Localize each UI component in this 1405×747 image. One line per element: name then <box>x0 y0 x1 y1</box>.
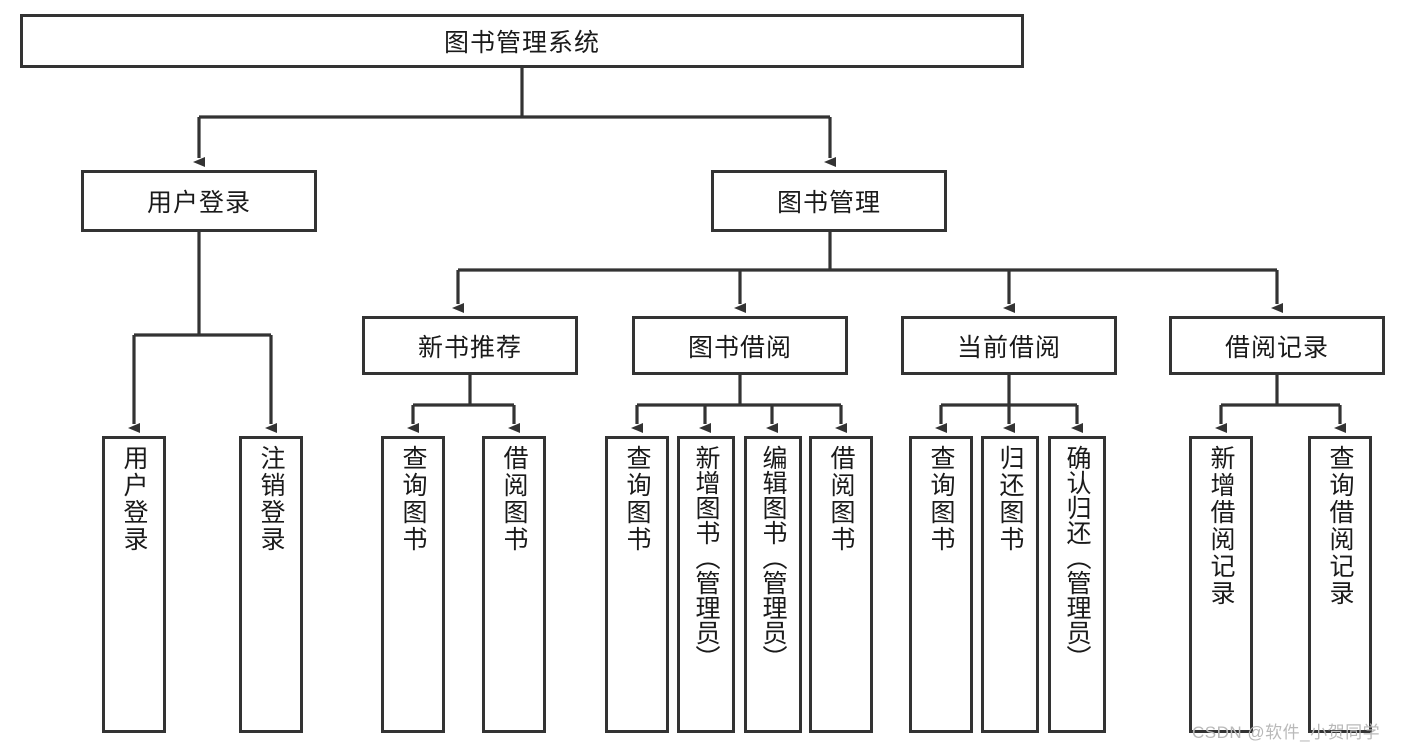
node-label: 查询图书 <box>399 445 427 553</box>
node-label: 当前借阅 <box>956 333 1061 362</box>
node-book-borrowing[interactable]: 图书借阅 <box>632 316 848 375</box>
node-leaf-edit-book-admin[interactable]: 编辑图书（管理员） <box>744 436 802 733</box>
node-label: 查询图书 <box>927 445 955 553</box>
node-label: 查询借阅记录 <box>1326 445 1354 607</box>
node-label: 借阅图书 <box>827 445 855 553</box>
node-label: 用户登录 <box>120 445 148 553</box>
node-leaf-query-borrow-record[interactable]: 查询借阅记录 <box>1308 436 1372 733</box>
node-label: 图书借阅 <box>687 333 792 362</box>
node-current-borrowing[interactable]: 当前借阅 <box>901 316 1117 375</box>
node-label: 编辑图书（管理员） <box>759 445 787 670</box>
node-root-book-management-system[interactable]: 图书管理系统 <box>20 14 1024 68</box>
node-leaf-query-books-borrow[interactable]: 查询图书 <box>605 436 669 733</box>
node-leaf-query-books-recommend[interactable]: 查询图书 <box>381 436 445 733</box>
node-label: 新增借阅记录 <box>1207 445 1235 607</box>
node-borrowing-records[interactable]: 借阅记录 <box>1169 316 1385 375</box>
node-label: 新增图书（管理员） <box>692 445 720 670</box>
node-leaf-add-borrow-record[interactable]: 新增借阅记录 <box>1189 436 1253 733</box>
node-label: 借阅记录 <box>1224 333 1329 362</box>
watermark-text: CSDN @软件_小贺同学 <box>1192 723 1381 742</box>
node-label: 查询图书 <box>623 445 651 553</box>
node-label: 新书推荐 <box>417 333 522 362</box>
node-leaf-return-books[interactable]: 归还图书 <box>981 436 1039 733</box>
node-leaf-logout[interactable]: 注销登录 <box>239 436 303 733</box>
node-label: 归还图书 <box>996 445 1024 553</box>
node-book-management[interactable]: 图书管理 <box>711 170 947 232</box>
node-new-book-recommendation[interactable]: 新书推荐 <box>362 316 578 375</box>
node-label: 借阅图书 <box>500 445 528 553</box>
node-label: 图书管理系统 <box>443 29 600 57</box>
node-user-login[interactable]: 用户登录 <box>81 170 317 232</box>
node-leaf-borrow-books[interactable]: 借阅图书 <box>809 436 873 733</box>
node-leaf-add-book-admin[interactable]: 新增图书（管理员） <box>677 436 735 733</box>
node-leaf-user-login[interactable]: 用户登录 <box>102 436 166 733</box>
node-label: 用户登录 <box>146 189 251 217</box>
node-label: 图书管理 <box>776 189 881 217</box>
node-leaf-borrow-books-recommend[interactable]: 借阅图书 <box>482 436 546 733</box>
node-leaf-query-books-current[interactable]: 查询图书 <box>909 436 973 733</box>
node-leaf-confirm-return-admin[interactable]: 确认归还（管理员） <box>1048 436 1106 733</box>
node-label: 确认归还（管理员） <box>1063 445 1091 670</box>
node-label: 注销登录 <box>257 445 285 553</box>
